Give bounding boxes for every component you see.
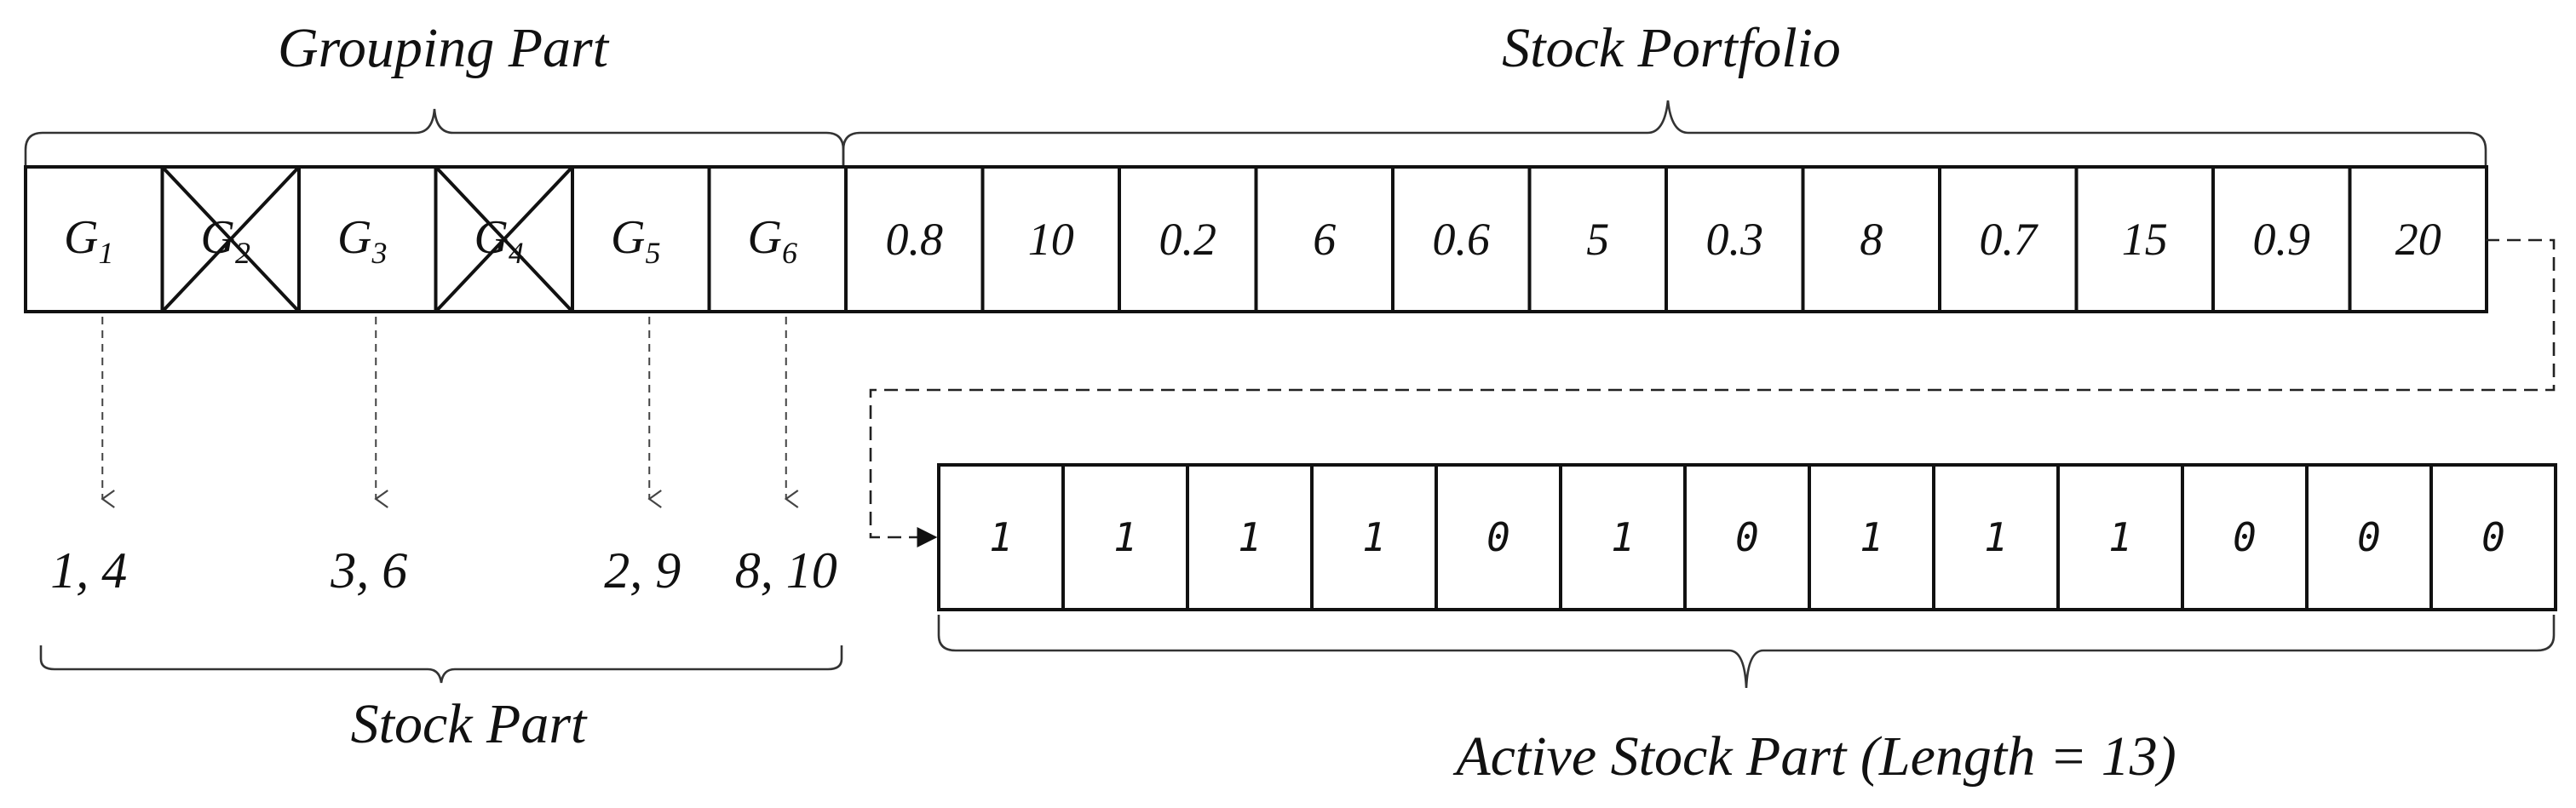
portfolio-value: 0.6 — [1433, 214, 1491, 265]
group-cell-6: G6 — [707, 165, 848, 313]
stock-part-values: 1, 4 3, 6 2, 9 8, 10 — [50, 542, 837, 599]
stock-part-brace — [39, 645, 843, 684]
grouping-part-label: Grouping Part — [278, 17, 610, 79]
active-bit-cell: 1 — [1808, 463, 1935, 611]
portfolio-cell: 0.8 — [844, 165, 985, 313]
portfolio-value: 0.7 — [1980, 214, 2039, 265]
portfolio-value: 10 — [1028, 214, 1074, 265]
group-cell-5: G5 — [571, 165, 711, 313]
group-cell-2: G2 — [160, 165, 301, 313]
portfolio-cell: 0.3 — [1665, 165, 1805, 313]
stock-portfolio-label: Stock Portfolio — [1502, 17, 1841, 79]
portfolio-cell: 15 — [2074, 165, 2215, 313]
active-bit-value: 0 — [1486, 514, 1510, 560]
active-bit-value: 0 — [2233, 514, 2257, 560]
grouping-part-brace — [24, 108, 845, 167]
active-bit-cell: 1 — [1559, 463, 1687, 611]
portfolio-value: 0.3 — [1706, 214, 1764, 265]
portfolio-cell: 0.9 — [2211, 165, 2352, 313]
active-bit-value: 1 — [2108, 514, 2132, 560]
stock-indices-group-5: 2, 9 — [604, 542, 681, 599]
stock-portfolio-brace — [842, 100, 2487, 167]
active-bit-value: 1 — [989, 514, 1013, 560]
portfolio-value: 6 — [1313, 214, 1336, 265]
active-bit-cell: 0 — [2429, 463, 2557, 611]
stock-part-label: Stock Part — [351, 693, 588, 755]
active-bit-cell: 0 — [2305, 463, 2433, 611]
portfolio-value: 0.9 — [2253, 214, 2311, 265]
group-cell-3: G3 — [297, 165, 438, 313]
active-bit-cell: 1 — [1186, 463, 1314, 611]
group-removed-cross-icon — [434, 165, 574, 313]
active-bit-value: 1 — [1611, 514, 1635, 560]
active-bit-value: 1 — [1238, 514, 1262, 560]
active-bit-value: 1 — [1362, 514, 1386, 560]
portfolio-value: 0.2 — [1159, 214, 1217, 265]
active-bit-cell: 1 — [2056, 463, 2184, 611]
stock-indices-group-1: 1, 4 — [50, 542, 127, 599]
group-label: G1 — [64, 211, 113, 270]
portfolio-cell: 20 — [2348, 165, 2488, 313]
active-bit-cell: 1 — [1061, 463, 1189, 611]
portfolio-cell: 6 — [1254, 165, 1394, 313]
stock-indices-group-6: 8, 10 — [735, 542, 837, 599]
portfolio-value: 8 — [1860, 214, 1883, 265]
group-cell-1: G1 — [24, 165, 164, 313]
group-label: G5 — [611, 211, 660, 270]
active-bit-value: 0 — [2357, 514, 2381, 560]
active-bit-value: 1 — [1984, 514, 2008, 560]
active-stock-part-brace — [937, 615, 2556, 689]
portfolio-cell: 0.2 — [1118, 165, 1258, 313]
portfolio-value: 0.8 — [886, 214, 944, 265]
portfolio-value: 5 — [1586, 214, 1609, 265]
portfolio-cell: 0.6 — [1391, 165, 1532, 313]
active-stock-row-frame — [937, 463, 2557, 611]
active-bit-value: 0 — [2481, 514, 2505, 560]
portfolio-cell: 5 — [1527, 165, 1668, 313]
active-stock-row: 1 1 1 1 0 1 0 1 1 1 0 0 0 — [937, 463, 2557, 611]
portfolio-cell: 10 — [980, 165, 1121, 313]
group-to-stocks-arrows — [101, 317, 799, 508]
active-bit-value: 1 — [1860, 514, 1883, 560]
active-bit-cell: 0 — [1683, 463, 1811, 611]
active-bit-cell: 1 — [1932, 463, 2060, 611]
portfolio-value: 15 — [2122, 214, 2168, 265]
portfolio-value: 20 — [2395, 214, 2441, 265]
active-bit-cell: 0 — [1435, 463, 1562, 611]
active-bit-value: 1 — [1113, 514, 1137, 560]
active-stock-part-label: Active Stock Part (Length = 13) — [1452, 725, 2176, 788]
chromosome-row: G1 G2 G3 G4 G5 G6 0.8 10 0.2 6 0.6 5 0.3 8 0.7 15 0.9 20 — [24, 165, 2488, 313]
group-removed-cross-icon — [161, 165, 301, 313]
active-bit-cell: 1 — [937, 463, 1065, 611]
active-bit-cell: 1 — [1310, 463, 1438, 611]
portfolio-cell: 8 — [1801, 165, 1941, 313]
active-bit-cell: 0 — [2181, 463, 2309, 611]
group-label: G6 — [748, 211, 797, 270]
group-cell-4: G4 — [434, 165, 574, 313]
stock-indices-group-3: 3, 6 — [330, 542, 407, 599]
group-label: G3 — [337, 211, 387, 270]
portfolio-cell: 0.7 — [1938, 165, 2079, 313]
active-bit-value: 0 — [1735, 514, 1759, 560]
